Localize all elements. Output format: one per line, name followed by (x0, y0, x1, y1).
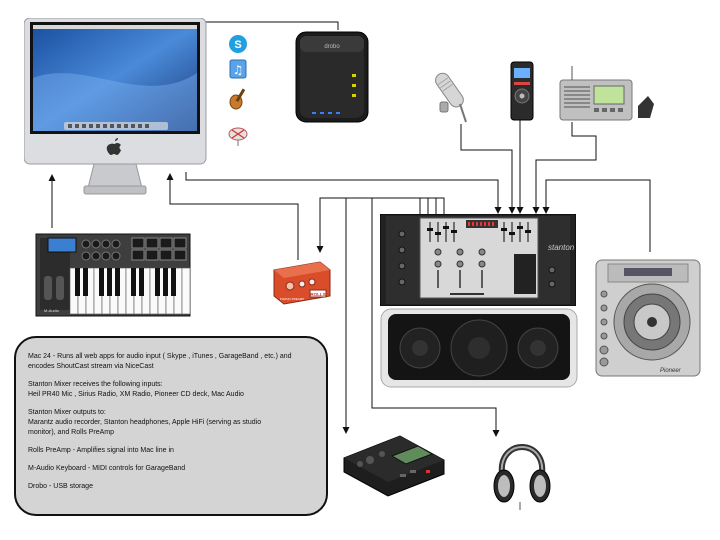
note-mixer-outputs-1: Marantz audio recorder, Stanton headphon… (28, 419, 262, 426)
wire-mac-mixer (185, 172, 502, 214)
pioneer-cd-deck: Pioneer (595, 259, 701, 377)
m-audio-keyboard: M-Audio (35, 233, 191, 317)
wire-mic-mixer (460, 124, 516, 214)
note-mac-line1: Mac 24 - Runs all web apps for audio inp… (28, 353, 292, 360)
sirius-radio (510, 61, 534, 121)
note-preamp: Rolls PreAmp - Amplifies signal into Mac… (28, 447, 174, 454)
wire-xm-mixer (532, 122, 597, 214)
skype-icon: S (229, 35, 247, 53)
stanton-headphones (493, 444, 551, 510)
note-mixer-inputs-title: Stanton Mixer receives the following inp… (28, 381, 163, 388)
preamp-brand: ROLLS (310, 292, 325, 297)
wire-preamp-mac (166, 173, 299, 260)
apple-hifi-speaker (380, 308, 578, 388)
rolls-preamp: ROLLS PHONO PREAMP (273, 261, 331, 305)
note-mixer-inputs: Heil PR40 Mic , Sirius Radio, XM Radio, … (28, 391, 244, 398)
heil-pr40-microphone (435, 72, 467, 123)
cdj-brand: Pioneer (660, 368, 682, 374)
marantz-recorder (343, 435, 445, 497)
app-icons: S ♫ (228, 35, 248, 146)
note-drobo: Drobo - USB storage (28, 483, 93, 490)
wire-cdj-mixer (542, 179, 651, 252)
stanton-mixer: stanton (380, 214, 576, 306)
itunes-icon: ♫ (229, 59, 247, 79)
svg-text:S: S (234, 39, 241, 51)
wire-mac-drobo (200, 21, 339, 30)
xm-radio (559, 66, 654, 121)
note-mixer-outputs-title: Stanton Mixer outputs to: (28, 409, 106, 416)
keyboard-brand: M-Audio (44, 308, 60, 313)
drobo-brand: drobo (324, 44, 340, 50)
imac-computer (24, 18, 207, 195)
nicecast-icon (228, 127, 248, 146)
note-mixer-outputs-2: monitor), and Rolls PreAmp (28, 429, 114, 436)
drobo-storage: drobo (295, 31, 369, 123)
note-keyboard: M-Audio Keyboard - MIDI controls for Gar… (28, 465, 186, 472)
svg-text:♫: ♫ (233, 63, 244, 77)
garageband-icon (229, 88, 246, 110)
setup-notes: Mac 24 - Runs all web apps for audio inp… (14, 336, 328, 516)
mixer-brand: stanton (548, 243, 575, 252)
preamp-label: PHONO PREAMP (280, 297, 305, 301)
wire-mixer-headphones (371, 197, 500, 437)
note-mac-line2: encodes ShoutCast stream via NiceCast (28, 363, 154, 370)
